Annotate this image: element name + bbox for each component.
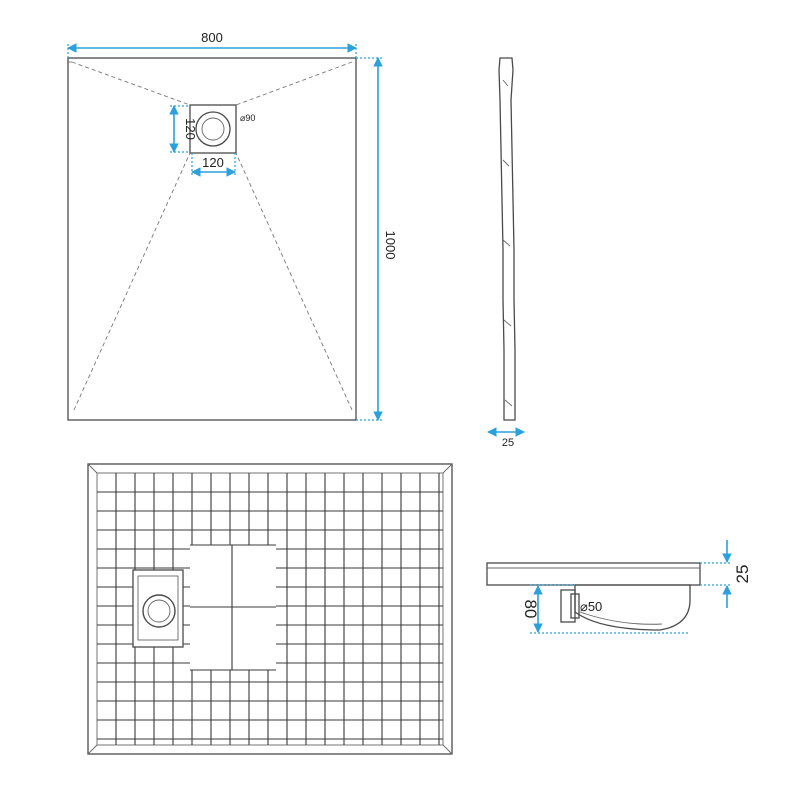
drain-box — [189, 104, 237, 154]
width-label: 800 — [201, 30, 223, 45]
bottom-inner-border — [96, 472, 444, 746]
bottom-drain-inner-circle — [147, 599, 171, 623]
tray-outline — [67, 57, 357, 421]
bottom-outline — [87, 463, 453, 755]
profile-outlet-collar — [570, 593, 580, 619]
profile-trap — [574, 584, 691, 631]
side-profile — [498, 57, 516, 421]
bevel-bl — [87, 744, 98, 755]
slope-line-bl — [73, 152, 191, 411]
length-label: 1000 — [383, 231, 398, 260]
drain-height-label: 120 — [183, 118, 198, 140]
profile-trap-curve — [579, 611, 663, 625]
bevel-tr — [442, 463, 453, 474]
top-view: 800 1000 120 120 ⌀90 — [67, 30, 398, 421]
bottom-drain-plate — [137, 575, 179, 641]
drain-diameter-label: ⌀90 — [240, 113, 255, 123]
bevel-br — [442, 744, 453, 755]
bevel-tl — [87, 463, 98, 474]
profile-thickness-label: 25 — [733, 565, 752, 584]
drain-inner-circle — [201, 117, 225, 141]
slope-line-tr — [235, 61, 353, 106]
slope-line-br — [235, 152, 353, 411]
drain-width-label: 120 — [202, 155, 224, 170]
side-thickness-label: 25 — [502, 437, 514, 449]
drain-circle — [195, 111, 231, 147]
profile-view: 25 80 ⌀50 — [486, 540, 752, 634]
profile-slab — [486, 562, 701, 586]
bottom-view — [87, 463, 453, 755]
profile-outlet-pipe — [560, 589, 576, 623]
bottom-grid — [97, 473, 443, 745]
slope-line-tl — [71, 61, 191, 106]
side-view: 25 — [487, 57, 525, 449]
profile-height-label: 80 — [521, 600, 540, 619]
outlet-diameter-label: ⌀50 — [580, 599, 602, 614]
side-profile-hatch — [502, 79, 513, 407]
